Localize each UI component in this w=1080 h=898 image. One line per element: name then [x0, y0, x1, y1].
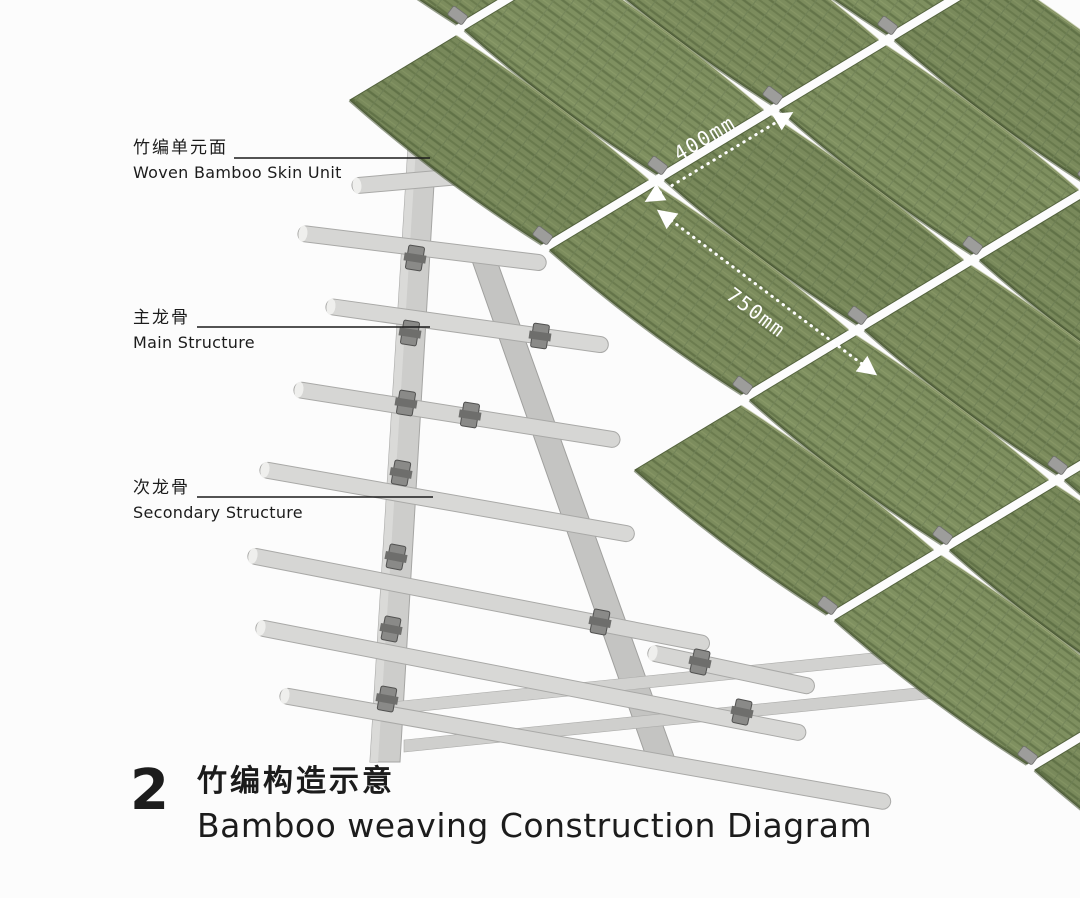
bamboo-panel — [1063, 470, 1080, 496]
dimension-arrow-750 — [656, 209, 878, 376]
bamboo-panel — [832, 0, 945, 36]
bamboo-panel — [778, 44, 1079, 256]
figure-caption: 2 竹编构造示意 Bamboo weaving Construction Dia… — [130, 758, 873, 846]
secondary-structure-rod — [279, 687, 892, 810]
annotation-secondary-structure: 次龙骨 Secondary Structure — [133, 478, 303, 523]
annotation-skin-unit: 竹编单元面 Woven Bamboo Skin Unit — [133, 138, 342, 183]
clamp-fitting — [379, 615, 403, 643]
bamboo-panel — [948, 484, 1080, 655]
leader-lines — [197, 157, 433, 498]
bamboo-panel — [624, 0, 879, 106]
secondary-structure-rod — [325, 298, 609, 354]
secondary-structure-rod — [293, 381, 621, 448]
figure-title-zh: 竹编构造示意 — [196, 764, 395, 799]
bamboo-panel — [1033, 742, 1080, 811]
clamp-fitting — [528, 322, 552, 350]
clamp-fitting — [458, 401, 482, 429]
bamboo-panel — [416, 0, 498, 26]
clamp-fitting — [394, 389, 418, 417]
figure-title-en: Bamboo weaving Construction Diagram — [196, 806, 873, 845]
bamboo-panel — [833, 554, 1080, 766]
clamp-fitting — [389, 459, 413, 487]
secondary-structure-rod — [255, 620, 807, 741]
annotation-secondary-structure-zh: 次龙骨 — [133, 478, 190, 498]
bamboo-panel — [633, 404, 934, 616]
clamp-fitting — [588, 608, 612, 636]
clamp-fitting — [730, 698, 754, 726]
secondary-structure-rod — [259, 461, 635, 543]
bamboo-panel — [978, 199, 1080, 344]
clamp-fitting — [375, 685, 399, 713]
dimension-arrow-400 — [644, 111, 794, 203]
bamboo-panel — [863, 264, 1080, 476]
clamp-fitting — [384, 543, 408, 571]
annotation-main-structure: 主龙骨 Main Structure — [133, 308, 255, 353]
bamboo-panel — [748, 334, 1049, 546]
annotation-skin-unit-zh: 竹编单元面 — [133, 138, 228, 158]
bamboo-panel — [348, 34, 649, 246]
annotation-secondary-structure-en: Secondary Structure — [133, 503, 303, 523]
secondary-structure-rod-front — [647, 645, 815, 695]
clamp-fitting — [403, 244, 427, 272]
bamboo-panels-group — [348, 0, 1080, 811]
support-structure — [247, 147, 957, 810]
annotation-main-structure-en: Main Structure — [133, 333, 255, 353]
annotation-skin-unit-en: Woven Bamboo Skin Unit — [133, 163, 342, 183]
bamboo-panel — [893, 0, 1080, 185]
clamp-fitting — [688, 648, 712, 676]
figure-number: 2 — [130, 758, 169, 823]
annotation-main-structure-zh: 主龙骨 — [133, 308, 190, 328]
